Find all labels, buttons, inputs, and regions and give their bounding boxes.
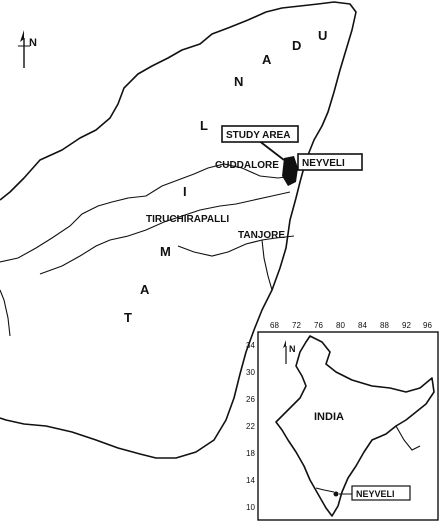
lon-tick: 92 xyxy=(402,321,411,330)
india-label: INDIA xyxy=(314,411,344,423)
lat-tick: 22 xyxy=(246,422,255,431)
lat-tick: 14 xyxy=(246,476,255,485)
state-letter: U xyxy=(318,28,327,43)
coast-fragment xyxy=(0,289,11,337)
lon-tick: 76 xyxy=(314,321,323,330)
state-letter: N xyxy=(234,74,243,89)
north-arrow-icon xyxy=(18,30,30,68)
study-area-label: STUDY AREA xyxy=(226,130,290,141)
lat-tick: 34 xyxy=(246,341,255,350)
india-northeast xyxy=(395,425,421,451)
district-boundary-south xyxy=(39,191,291,275)
neyveli-locator-dot xyxy=(333,491,339,497)
india-outline xyxy=(275,335,435,517)
study-area-box: STUDY AREA xyxy=(221,125,299,143)
neyveli-label: NEYVELI xyxy=(302,158,345,169)
tiruchirapalli-label: TIRUCHIRAPALLI xyxy=(146,214,229,225)
neyveli-marker xyxy=(282,156,298,186)
river-line-2 xyxy=(261,239,273,291)
district-boundary-west xyxy=(0,163,295,263)
tanjore-label: TANJORE xyxy=(238,230,285,241)
lon-tick-labels: 68 72 76 80 84 88 92 96 xyxy=(270,321,432,330)
lon-tick: 68 xyxy=(270,321,279,330)
state-letter: D xyxy=(292,38,301,53)
neyveli-box: NEYVELI xyxy=(297,153,363,171)
state-letter: L xyxy=(200,118,208,133)
lon-tick: 72 xyxy=(292,321,301,330)
cuddalore-label: CUDDALORE xyxy=(215,160,279,171)
lat-tick: 26 xyxy=(246,395,255,404)
state-letter: M xyxy=(160,244,171,259)
lat-tick: 10 xyxy=(246,503,255,512)
state-letter: T xyxy=(124,310,132,325)
lat-tick-labels: 34 30 26 22 18 14 10 xyxy=(246,341,255,512)
north-label: N xyxy=(29,37,37,49)
lon-tick: 96 xyxy=(423,321,432,330)
lon-tick: 80 xyxy=(336,321,345,330)
inset-neyveli-label: NEYVELI xyxy=(356,489,395,499)
lat-tick: 18 xyxy=(246,449,255,458)
tamil-nadu-boundary xyxy=(0,1,357,459)
lon-tick: 88 xyxy=(380,321,389,330)
state-letter: A xyxy=(262,52,272,67)
india-inset: 68 72 76 80 84 88 92 96 34 30 26 22 18 1… xyxy=(246,321,439,521)
lon-tick: 84 xyxy=(358,321,367,330)
state-letter: I xyxy=(183,184,187,199)
river-line xyxy=(177,235,295,257)
state-letter: A xyxy=(140,282,150,297)
inset-north-label: N xyxy=(289,344,296,354)
lat-tick: 30 xyxy=(246,368,255,377)
india-tamil-nadu-region xyxy=(315,487,335,493)
inset-north-arrow-icon xyxy=(283,340,287,364)
